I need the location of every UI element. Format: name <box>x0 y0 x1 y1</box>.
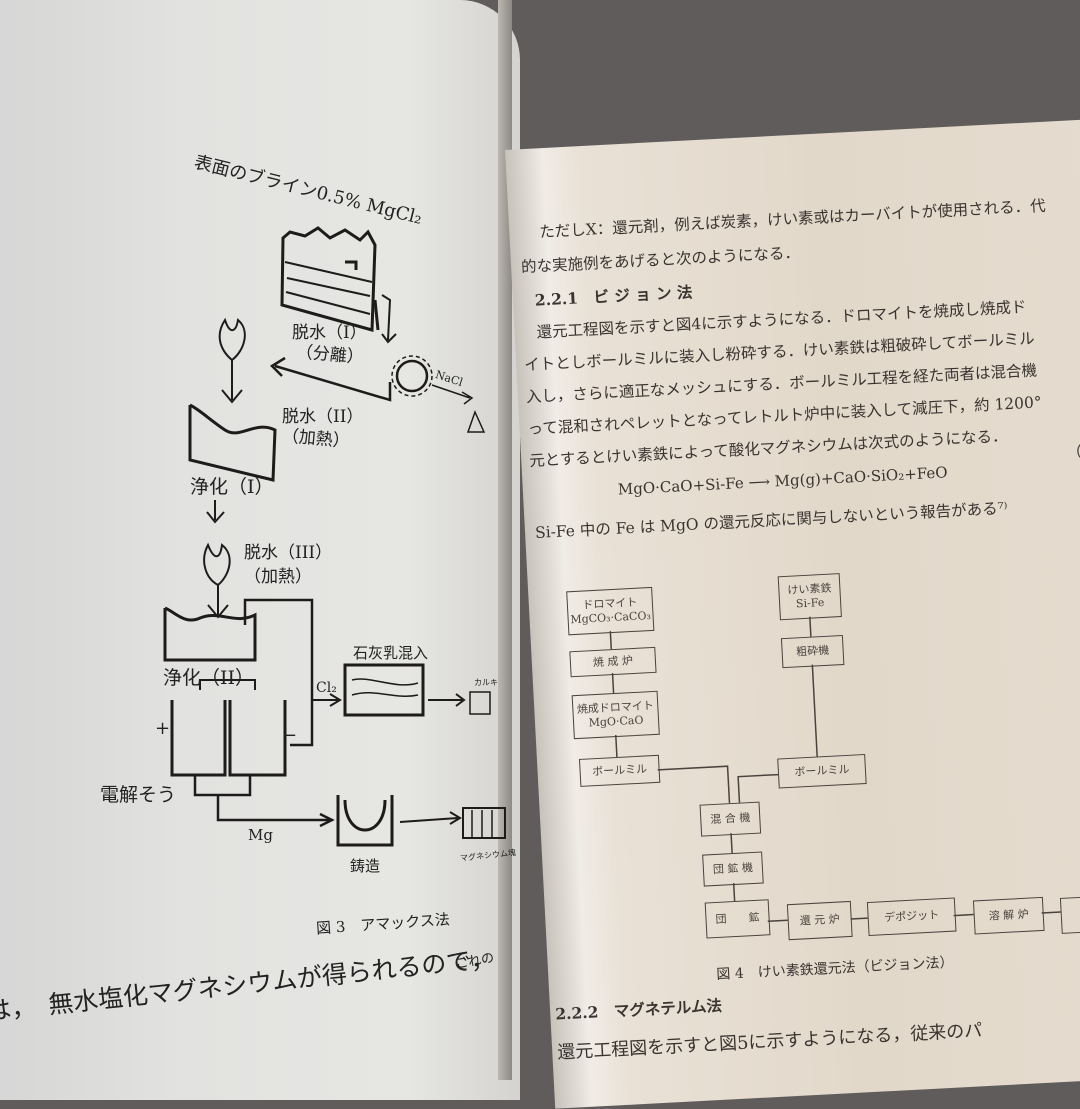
casting-mold-icon <box>336 795 394 847</box>
label-minus: − <box>282 725 298 746</box>
flame-icon <box>218 317 246 404</box>
flame-icon <box>203 542 231 619</box>
electrolysis-cell-icon <box>170 700 287 777</box>
tank-icon <box>188 403 277 482</box>
lime-tank-icon <box>343 663 425 717</box>
box-briquetter: 団 鉱 機 <box>702 851 764 887</box>
bleaching-powder-icon <box>469 691 491 715</box>
label-purify-1: 浄化（I） <box>190 476 274 498</box>
left-page <box>0 0 520 1100</box>
label-dehydration-1: 脱水（I） <box>292 323 367 343</box>
box-briquette: 団 鉱 <box>704 899 771 939</box>
box-kiln: 焼 成 炉 <box>569 646 657 678</box>
salt-pile-icon <box>466 409 486 433</box>
figure-3-drawing <box>163 226 506 847</box>
right-page: ただしX：還元剤，例えば炭素，けい素或はカーバイトが使用される．代 的な実施例を… <box>505 117 1080 1109</box>
magnesium-ingot-icon <box>462 807 506 839</box>
salt-lake-icon <box>280 226 377 332</box>
book-gutter <box>498 0 512 1080</box>
box-label: Si-Fe <box>795 595 825 611</box>
label-cl2: Cl₂ <box>316 680 337 696</box>
label-plus: + <box>155 718 171 739</box>
label-casting: 鋳造 <box>350 857 381 875</box>
label-electrolytic-cell: 電解そう <box>100 784 177 806</box>
label-heating-3: （加熱） <box>244 567 312 587</box>
label-purify-2: 浄化（II） <box>163 667 255 689</box>
label-calki: カルキ <box>474 678 498 687</box>
box-crusher: 粗砕機 <box>780 634 845 669</box>
box-reduction-furnace: 還 元 炉 <box>786 900 853 941</box>
box-melting-furnace: 溶 解 炉 <box>972 896 1045 935</box>
box-deposit: デポジット <box>866 897 957 937</box>
box-ballmill-right: ボールミル <box>777 753 867 789</box>
figure-4-connectors <box>609 616 1061 923</box>
box-last: マ ウ <box>1059 894 1080 934</box>
label-lime: 石灰乳混入 <box>353 644 429 662</box>
label-dehydration-2: 脱水（II） <box>282 407 364 427</box>
label-mg: Mg <box>248 826 273 844</box>
box-mixer: 混 合 機 <box>699 801 762 837</box>
box-label: MgO·CaO <box>588 713 644 730</box>
evaporator-icon <box>395 359 429 393</box>
label-dehydration-3: 脱水（III） <box>244 543 333 563</box>
box-label: MgCO₃·CaCO₃ <box>570 609 652 627</box>
box-ballmill-left: ボールミル <box>578 754 661 787</box>
tank-icon <box>163 606 257 662</box>
